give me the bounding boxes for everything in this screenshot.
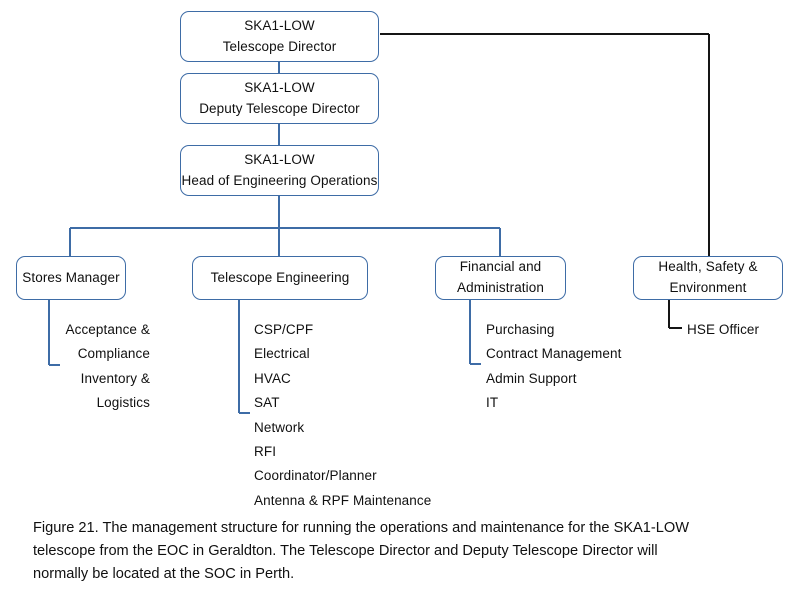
node-deputy-telescope-director-line2: Deputy Telescope Director bbox=[199, 100, 360, 116]
node-telescope-director-line1: SKA1-LOW bbox=[244, 17, 315, 33]
node-telescope-engineering-label: Telescope Engineering bbox=[210, 269, 350, 285]
node-financial-and-administration-line1: Financial and bbox=[459, 259, 542, 275]
leaf-item-acceptance-compliance-line2: Compliance bbox=[77, 346, 150, 362]
leaf-item-sat[interactable]: SAT bbox=[254, 395, 280, 411]
leaf-item-acceptance-compliance[interactable]: Acceptance & Compliance bbox=[18, 318, 150, 367]
node-stores-manager[interactable]: Stores Manager bbox=[16, 256, 126, 300]
node-head-of-engineering-operations-line1: SKA1-LOW bbox=[244, 151, 315, 167]
leaf-item-hse-officer[interactable]: HSE Officer bbox=[687, 322, 760, 337]
figure-caption-line1: Figure 21. The management structure for … bbox=[33, 520, 690, 536]
leaf-item-coordinator-planner[interactable]: Coordinator/Planner bbox=[254, 468, 377, 484]
node-financial-and-administration-line2: Administration bbox=[457, 280, 544, 295]
leaf-item-inventory-logistics-line1: Inventory & bbox=[80, 370, 150, 386]
connector-lines bbox=[48, 33, 710, 414]
figure-caption: Figure 21. The management structure for … bbox=[33, 517, 771, 587]
node-health-safety-environment[interactable]: Health, Safety & Environment bbox=[633, 256, 783, 300]
leaf-list-stores-manager: Acceptance & Compliance Inventory & Logi… bbox=[18, 318, 150, 416]
leaf-item-electrical[interactable]: Electrical bbox=[254, 346, 310, 362]
node-financial-and-administration[interactable]: Financial and Administration bbox=[435, 256, 566, 300]
leaf-item-rfi[interactable]: RFI bbox=[254, 444, 277, 460]
node-telescope-engineering[interactable]: Telescope Engineering bbox=[192, 256, 368, 300]
node-deputy-telescope-director-line1: SKA1-LOW bbox=[244, 79, 315, 95]
leaf-item-antenna-rpf-maintenance[interactable]: Antenna & RPF Maintenance bbox=[254, 492, 432, 508]
leaf-list-financial-and-administration: Purchasing Contract Management Admin Sup… bbox=[486, 318, 676, 416]
leaf-list-health-safety-environment: HSE Officer bbox=[687, 318, 792, 342]
node-telescope-director[interactable]: SKA1-LOW Telescope Director bbox=[180, 11, 379, 62]
figure-caption-line2: telescope from the EOC in Geraldton. The… bbox=[33, 543, 658, 560]
node-head-of-engineering-operations[interactable]: SKA1-LOW Head of Engineering Operations bbox=[180, 145, 379, 196]
leaf-item-contract-management[interactable]: Contract Management bbox=[486, 346, 622, 362]
leaf-item-hvac[interactable]: HVAC bbox=[254, 370, 291, 386]
figure-caption-line3: normally be located at the SOC in Perth. bbox=[33, 566, 295, 583]
leaf-item-acceptance-compliance-line1: Acceptance & bbox=[65, 322, 150, 337]
leaf-item-purchasing[interactable]: Purchasing bbox=[486, 322, 555, 337]
node-head-of-engineering-operations-line2: Head of Engineering Operations bbox=[181, 172, 378, 188]
node-telescope-director-line2: Telescope Director bbox=[222, 38, 337, 54]
leaf-item-it[interactable]: IT bbox=[486, 395, 499, 411]
leaf-item-network[interactable]: Network bbox=[254, 419, 305, 435]
leaf-item-inventory-logistics-line2: Logistics bbox=[96, 395, 150, 411]
leaf-item-inventory-logistics[interactable]: Inventory & Logistics bbox=[18, 367, 150, 416]
leaf-item-csp-cpf[interactable]: CSP/CPF bbox=[254, 322, 314, 337]
node-health-safety-environment-line2: Environment bbox=[669, 280, 747, 295]
node-health-safety-environment-line1: Health, Safety & bbox=[658, 259, 758, 275]
node-stores-manager-label: Stores Manager bbox=[22, 269, 120, 285]
leaf-item-admin-support[interactable]: Admin Support bbox=[486, 370, 577, 386]
leaf-list-telescope-engineering: CSP/CPF Electrical HVAC SAT Network RFI … bbox=[254, 318, 484, 513]
node-deputy-telescope-director[interactable]: SKA1-LOW Deputy Telescope Director bbox=[180, 73, 379, 124]
